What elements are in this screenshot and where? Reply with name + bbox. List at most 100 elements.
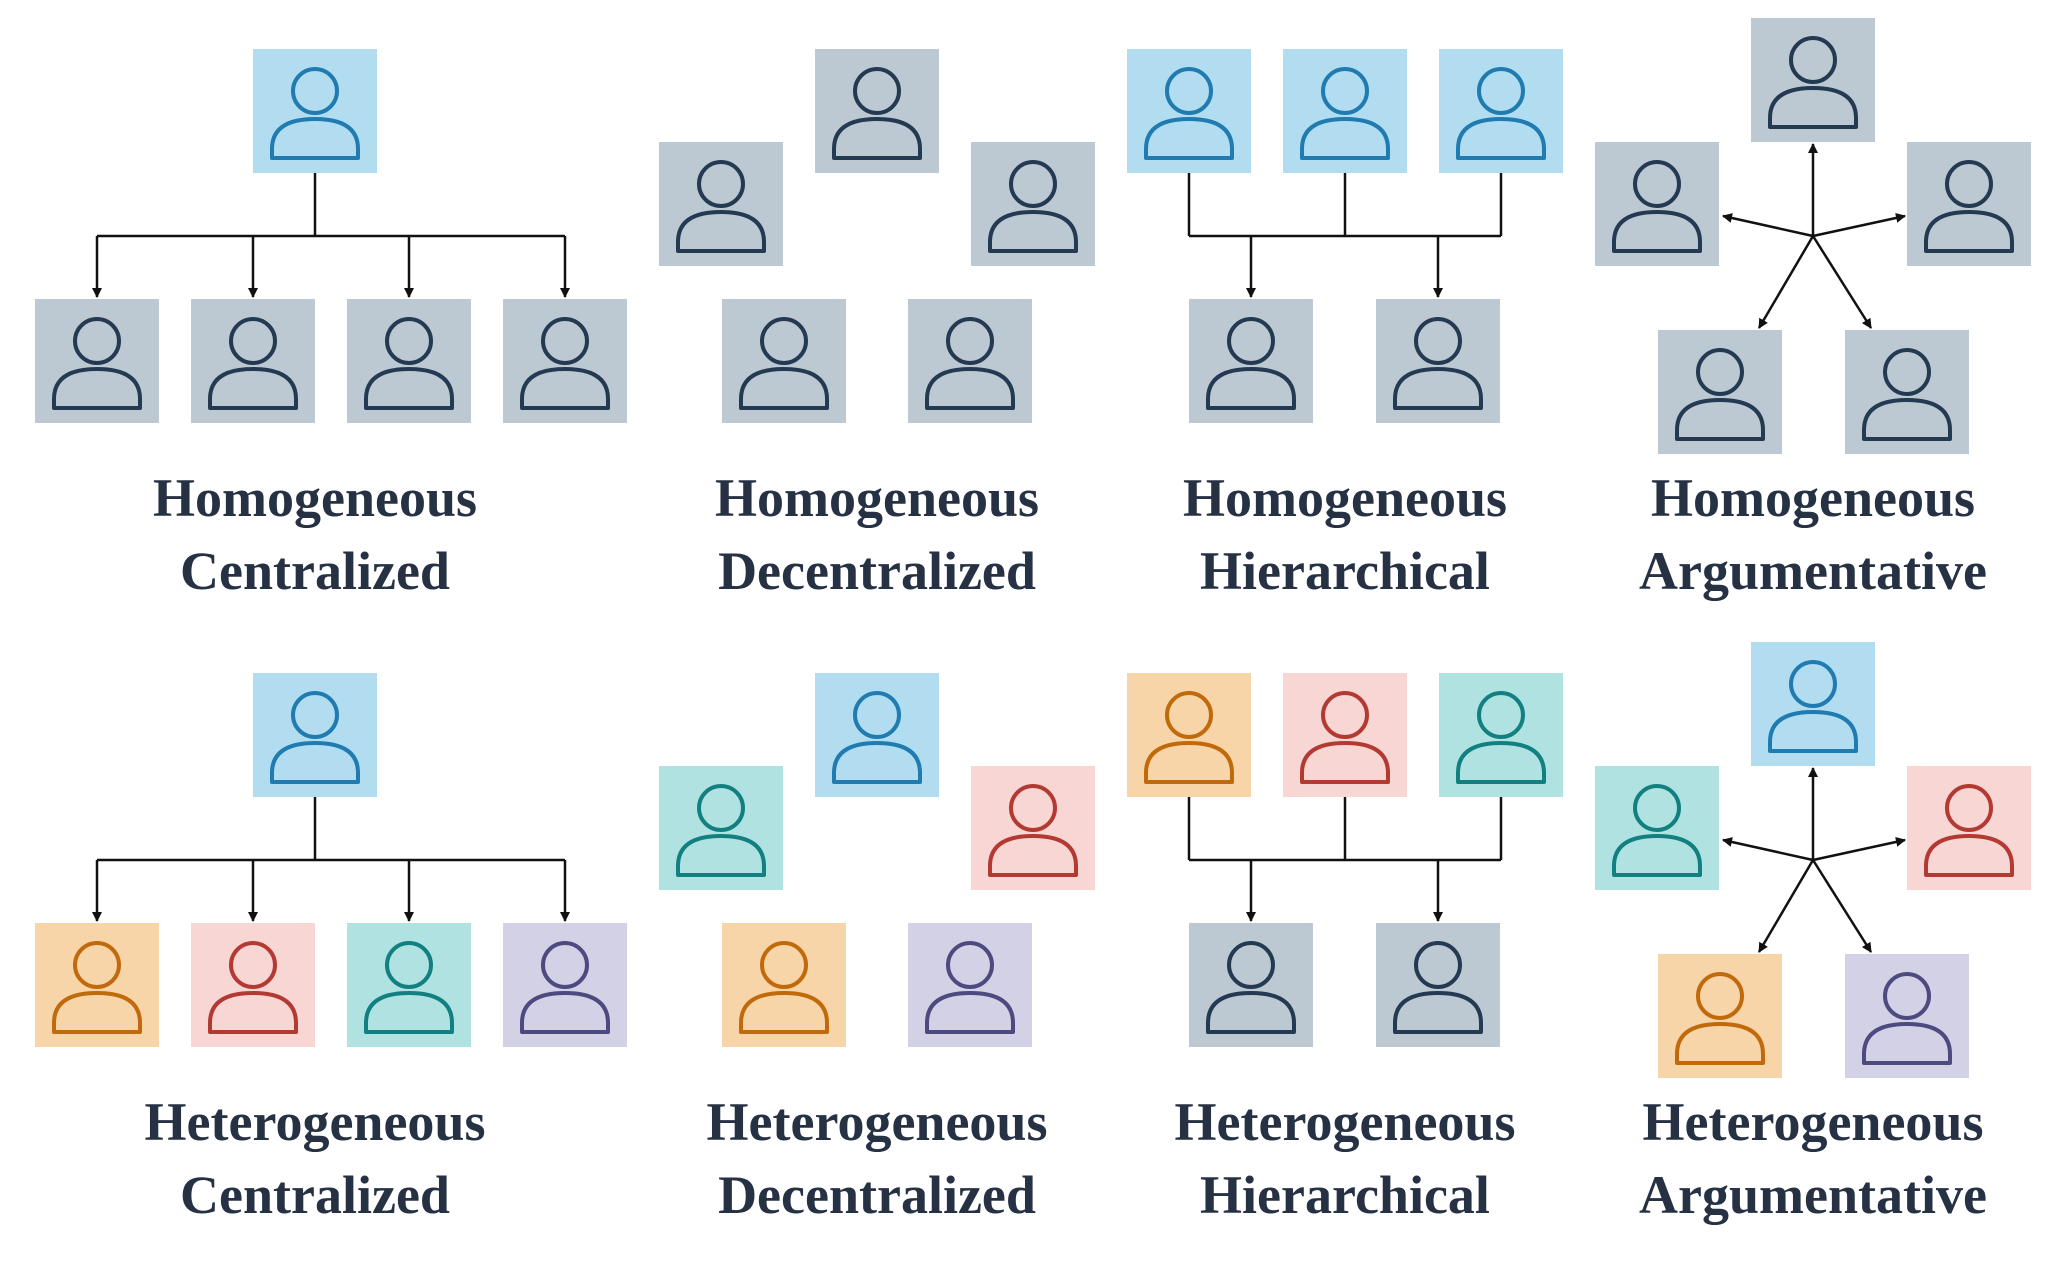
member-agent-4 [503, 923, 627, 1047]
agent-top [1751, 642, 1875, 766]
agent-bottom-left [1658, 330, 1782, 454]
debate-arrow [1811, 235, 1873, 329]
debate-arrow [1757, 235, 1815, 329]
title-line-2: Hierarchical [1200, 541, 1490, 601]
person-icon [1845, 330, 1969, 454]
title-line-1: Homogeneous [1183, 468, 1507, 528]
person-icon [1658, 954, 1782, 1078]
panel-title: Heterogeneous Centralized [75, 1086, 555, 1232]
person-icon [191, 923, 315, 1047]
leader-agent [253, 673, 377, 797]
panel-title: Homogeneous Centralized [75, 462, 555, 608]
panel-title: Homogeneous Argumentative [1573, 462, 2053, 608]
agent-left [1595, 142, 1719, 266]
bottom-agent-1 [1189, 299, 1313, 423]
title-line-2: Centralized [180, 1165, 450, 1225]
agent-left [659, 766, 783, 890]
person-icon [347, 923, 471, 1047]
person-icon [659, 766, 783, 890]
member-agent-2 [191, 923, 315, 1047]
person-icon [503, 923, 627, 1047]
person-icon [908, 299, 1032, 423]
agent-bottom-right [1845, 330, 1969, 454]
bottom-agent-2 [1376, 923, 1500, 1047]
person-icon [1127, 673, 1251, 797]
agent-bottom-left [722, 299, 846, 423]
leader-agent [253, 49, 377, 173]
agent-top [815, 673, 939, 797]
debate-arrow [1722, 837, 1814, 862]
panel-title: Homogeneous Hierarchical [1105, 462, 1585, 608]
person-icon [971, 766, 1095, 890]
top-agent-1 [1127, 49, 1251, 173]
title-line-1: Heterogeneous [144, 1092, 486, 1152]
agent-top [1751, 18, 1875, 142]
member-agent-3 [347, 299, 471, 423]
person-icon [1127, 49, 1251, 173]
person-icon [253, 49, 377, 173]
person-icon [1907, 142, 2031, 266]
agent-top [815, 49, 939, 173]
debate-arrow [1722, 213, 1814, 238]
person-icon [908, 923, 1032, 1047]
title-line-2: Hierarchical [1200, 1165, 1490, 1225]
panel-title: Heterogeneous Decentralized [637, 1086, 1117, 1232]
title-line-2: Argumentative [1639, 1165, 1987, 1225]
person-icon [503, 299, 627, 423]
debate-arrow [1812, 837, 1906, 862]
agent-bottom-right [1845, 954, 1969, 1078]
member-agent-4 [503, 299, 627, 423]
top-agent-2 [1283, 49, 1407, 173]
agent-bottom-right [908, 923, 1032, 1047]
person-icon [1658, 330, 1782, 454]
member-agent-3 [347, 923, 471, 1047]
debate-arrow [1812, 213, 1906, 238]
person-icon [1283, 673, 1407, 797]
person-icon [1376, 299, 1500, 423]
agent-right [1907, 142, 2031, 266]
agent-right [971, 142, 1095, 266]
person-icon [1189, 923, 1313, 1047]
title-line-1: Homogeneous [153, 468, 477, 528]
member-agent-1 [35, 299, 159, 423]
bottom-agent-2 [1376, 299, 1500, 423]
person-icon [1595, 142, 1719, 266]
person-icon [347, 299, 471, 423]
bottom-agent-1 [1189, 923, 1313, 1047]
title-line-2: Decentralized [718, 1165, 1036, 1225]
person-icon [1845, 954, 1969, 1078]
title-line-2: Decentralized [718, 541, 1036, 601]
member-agent-2 [191, 299, 315, 423]
debate-arrow [1811, 859, 1873, 953]
person-icon [815, 49, 939, 173]
title-line-1: Homogeneous [715, 468, 1039, 528]
panel-title: Homogeneous Decentralized [637, 462, 1117, 608]
person-icon [659, 142, 783, 266]
title-line-2: Argumentative [1639, 541, 1987, 601]
person-icon [1376, 923, 1500, 1047]
person-icon [971, 142, 1095, 266]
agent-right [1907, 766, 2031, 890]
person-icon [35, 299, 159, 423]
person-icon [1439, 673, 1563, 797]
member-agent-1 [35, 923, 159, 1047]
person-icon [722, 299, 846, 423]
person-icon [1907, 766, 2031, 890]
debate-arrow [1757, 859, 1815, 953]
agent-left [1595, 766, 1719, 890]
person-icon [253, 673, 377, 797]
person-icon [722, 923, 846, 1047]
agent-bottom-right [908, 299, 1032, 423]
person-icon [1283, 49, 1407, 173]
person-icon [1189, 299, 1313, 423]
person-icon [1751, 642, 1875, 766]
agent-left [659, 142, 783, 266]
person-icon [1595, 766, 1719, 890]
person-icon [1751, 18, 1875, 142]
person-icon [1439, 49, 1563, 173]
person-icon [815, 673, 939, 797]
top-agent-2 [1283, 673, 1407, 797]
top-agent-3 [1439, 673, 1563, 797]
top-agent-3 [1439, 49, 1563, 173]
